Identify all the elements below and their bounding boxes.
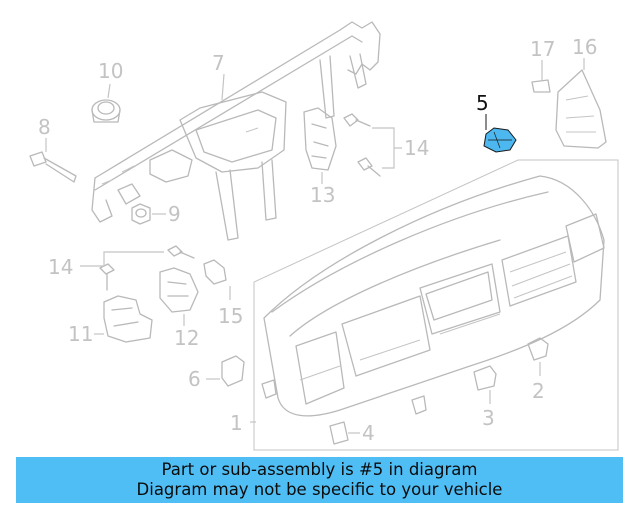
- callout-12: 12: [174, 326, 199, 350]
- callout-17: 17: [530, 37, 555, 61]
- callout-6: 6: [188, 367, 201, 391]
- callout-2: 2: [532, 379, 545, 403]
- part-12-bracket: [159, 267, 199, 313]
- part-11-bracket: [103, 295, 153, 343]
- part-2-clip: [527, 337, 549, 361]
- callout-3: 3: [482, 406, 495, 430]
- part-9-nut: [131, 203, 151, 225]
- callout-13: 13: [310, 183, 335, 207]
- steering-support-beam: [91, 21, 381, 241]
- banner-line-disclaimer: Diagram may not be specific to your vehi…: [136, 480, 503, 499]
- callout-9: 9: [168, 202, 181, 226]
- part-6-clip: [221, 355, 245, 387]
- callout-15: 15: [218, 304, 243, 328]
- part-14-bolts-lower: [99, 245, 195, 291]
- part-5-highlighted: [483, 127, 517, 153]
- part-10-nut: [91, 99, 121, 123]
- leader-7: [221, 73, 225, 101]
- callout-1: 1: [230, 411, 243, 435]
- banner-line-part: Part or sub-assembly is #5 in diagram: [161, 460, 478, 479]
- callout-11: 11: [68, 322, 93, 346]
- part-3-clip: [473, 365, 497, 391]
- part-info-banner: Part or sub-assembly is #5 in diagram Di…: [16, 457, 623, 503]
- callout-16: 16: [572, 35, 597, 59]
- leader-14-lower: [80, 251, 164, 267]
- part-4-clip: [329, 421, 349, 445]
- part-14-bolts-upper: [343, 113, 381, 177]
- callout-8: 8: [38, 115, 51, 139]
- callout-14-lower: 14: [48, 255, 73, 279]
- leader-10: [107, 83, 111, 99]
- parts-diagram: 7 10 9 8 13 14 14 11: [29, 21, 619, 451]
- part-8-bolt: [29, 151, 77, 183]
- part-15-clip: [203, 259, 227, 285]
- leader-14-upper: [372, 127, 402, 169]
- callout-14-upper: 14: [404, 136, 429, 160]
- callout-4: 4: [362, 421, 375, 445]
- callout-5: 5: [476, 91, 489, 115]
- part-13-bracket: [303, 107, 337, 171]
- part-16-side-cover: [555, 69, 607, 149]
- part-17-clip: [531, 79, 551, 93]
- part-1-instrument-panel: [253, 159, 619, 451]
- callout-7: 7: [212, 51, 225, 75]
- callout-10: 10: [98, 59, 123, 83]
